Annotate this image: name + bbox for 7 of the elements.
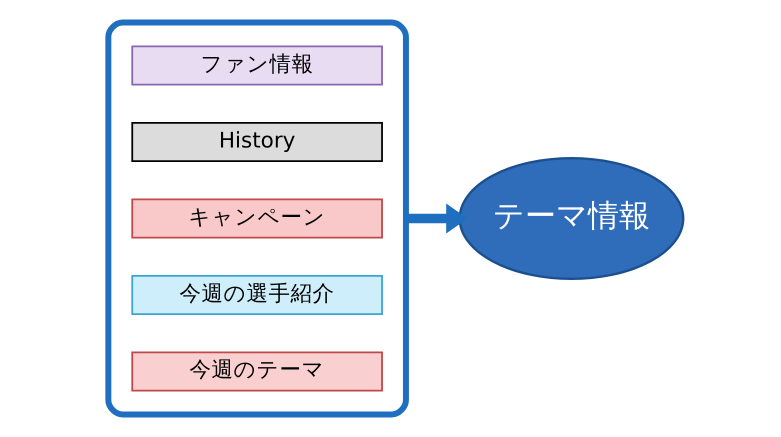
node-box: キャンペーン <box>130 198 382 239</box>
node-box: History <box>130 122 382 162</box>
node-box: 今週のテーマ <box>130 351 382 392</box>
cluster <box>104 20 408 418</box>
node-box: 今週の選手紹介 <box>130 274 382 316</box>
node-ellipse: テーマ情報 <box>458 156 684 280</box>
node-box: ファン情報 <box>130 46 382 86</box>
